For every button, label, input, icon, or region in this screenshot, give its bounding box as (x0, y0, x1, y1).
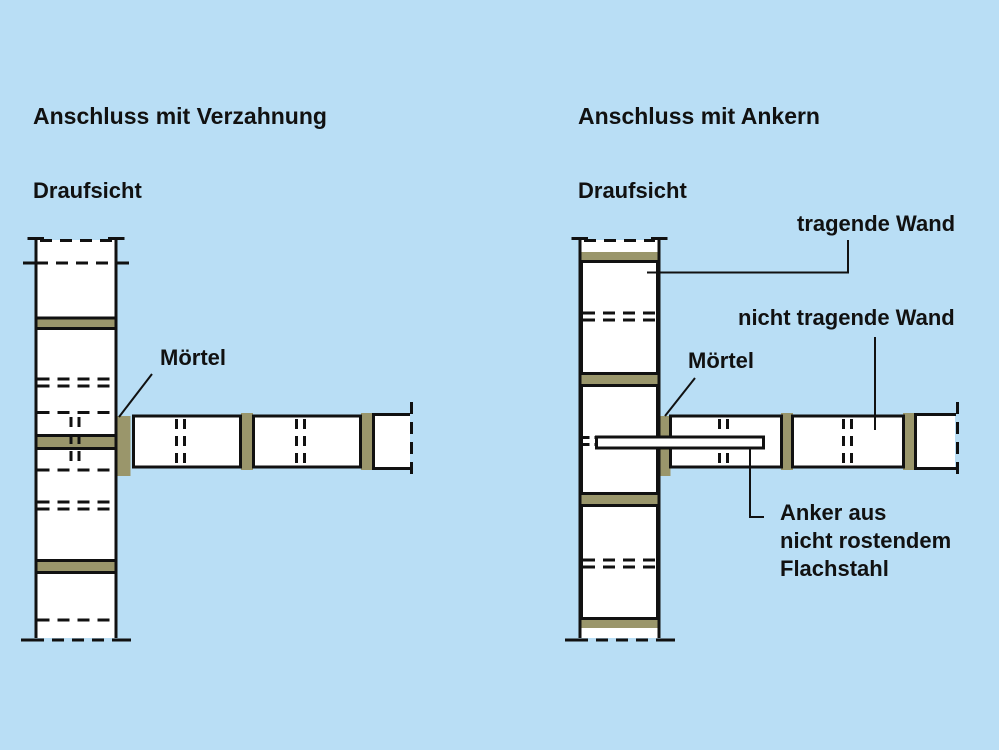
block (34, 327, 118, 437)
block (372, 414, 410, 469)
block (252, 414, 362, 469)
block (34, 240, 118, 318)
block (580, 260, 659, 375)
block (34, 447, 118, 562)
left-non-load-bearing-wall (132, 402, 413, 482)
left-mortar-joint (117, 416, 131, 476)
anchor-label-line3: Flachstahl (780, 556, 889, 581)
left-mortar-label: Mörtel (160, 345, 226, 370)
anchor-label-line1: Anker aus (780, 500, 887, 525)
left-view-label: Draufsicht (33, 178, 142, 203)
anchor-label-line2: nicht rostendem (780, 528, 952, 553)
block (791, 414, 905, 469)
block (580, 504, 659, 620)
right-load-bearing-wall (565, 237, 675, 642)
non-load-bearing-wall-label: nicht tragende Wand (738, 305, 955, 330)
right-mortar-leader-line (664, 377, 696, 417)
flat-steel-anchor (595, 435, 765, 450)
block (578, 628, 661, 638)
block (34, 571, 118, 638)
right-mortar-label: Mörtel (688, 348, 754, 373)
anchor-label: Anker aus nicht rostendem Flachstahl (780, 499, 951, 583)
left-panel-title: Anschluss mit Verzahnung (33, 103, 327, 129)
anchor-leader-line (749, 449, 764, 518)
right-panel-title: Anschluss mit Ankern (578, 103, 820, 129)
block (132, 414, 242, 469)
right-view-label: Draufsicht (578, 178, 687, 203)
load-bearing-wall-leader-line (647, 240, 849, 274)
load-bearing-wall-label: tragende Wand (797, 211, 956, 236)
block (914, 414, 955, 469)
left-mortar-leader-line (118, 373, 153, 418)
left-load-bearing-wall (21, 237, 131, 642)
